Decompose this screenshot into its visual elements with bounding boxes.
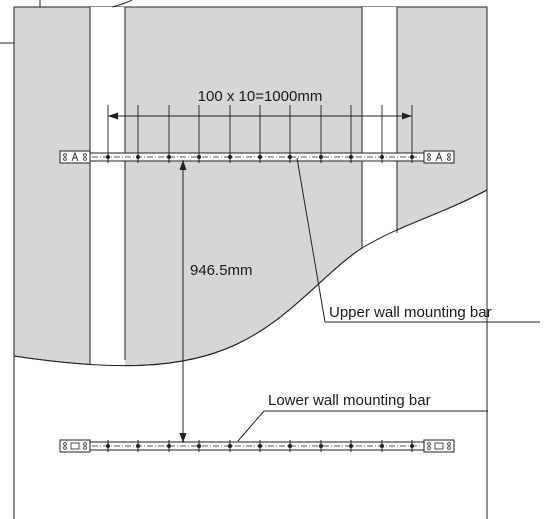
lower-bar-callout: Lower wall mounting bar xyxy=(237,392,488,442)
bar-hole xyxy=(410,155,414,159)
bracket-screw xyxy=(83,442,87,446)
stud-left xyxy=(90,7,125,367)
bar-hole xyxy=(410,444,414,448)
bar-hole xyxy=(380,444,384,448)
bracket-screw xyxy=(427,446,431,450)
bracket-screw xyxy=(447,153,451,157)
bracket-screw xyxy=(83,153,87,157)
bar-hole xyxy=(349,155,353,159)
lower-wall-mounting-bar xyxy=(59,439,455,453)
bar-hole xyxy=(167,444,171,448)
left-bracket xyxy=(59,150,91,164)
bracket-mark xyxy=(435,151,443,162)
upper-bar-label: Upper wall mounting bar xyxy=(329,304,492,321)
bar-hole xyxy=(258,444,262,448)
bracket-slot xyxy=(434,442,444,450)
bracket-screw xyxy=(83,157,87,161)
bar-hole xyxy=(288,444,292,448)
wall-section-edge xyxy=(13,189,488,367)
vertical-dimension: 946.5mm xyxy=(179,160,253,443)
bar-hole xyxy=(106,155,110,159)
lower-bar-label: Lower wall mounting bar xyxy=(268,392,431,409)
bar-hole xyxy=(319,155,323,159)
bar-hole xyxy=(136,155,140,159)
upper-wall-mounting-bar xyxy=(59,150,455,164)
bracket-screw xyxy=(63,446,67,450)
upper-bar-callout: Upper wall mounting bar xyxy=(296,157,540,323)
bar-hole xyxy=(197,155,201,159)
horizontal-dimension: 100 x 10=1000mm xyxy=(107,88,413,152)
bracket-screw xyxy=(427,153,431,157)
bracket-screw xyxy=(427,157,431,161)
bracket-screw xyxy=(427,442,431,446)
bar-hole xyxy=(136,444,140,448)
bracket-screw xyxy=(63,153,67,157)
bar-hole xyxy=(349,444,353,448)
bar-hole xyxy=(288,155,292,159)
bar-hole xyxy=(228,155,232,159)
right-bracket xyxy=(423,150,455,164)
bar-hole xyxy=(228,444,232,448)
bracket-screw xyxy=(447,157,451,161)
bar-hole xyxy=(258,155,262,159)
bracket-mark xyxy=(71,151,79,162)
bracket-slot xyxy=(70,442,80,450)
vertical-distance-label: 946.5mm xyxy=(190,262,253,279)
bracket-screw xyxy=(63,157,67,161)
left-bracket xyxy=(59,439,91,453)
bar-hole xyxy=(106,444,110,448)
bracket-screw xyxy=(83,446,87,450)
right-bracket xyxy=(423,439,455,453)
bar-hole xyxy=(380,155,384,159)
bar-hole xyxy=(319,444,323,448)
bar-hole xyxy=(167,155,171,159)
bar-hole xyxy=(197,444,201,448)
bracket-screw xyxy=(447,446,451,450)
bracket-screw xyxy=(63,442,67,446)
stud-right xyxy=(362,7,397,249)
spacing-label: 100 x 10=1000mm xyxy=(198,88,323,105)
bracket-screw xyxy=(447,442,451,446)
